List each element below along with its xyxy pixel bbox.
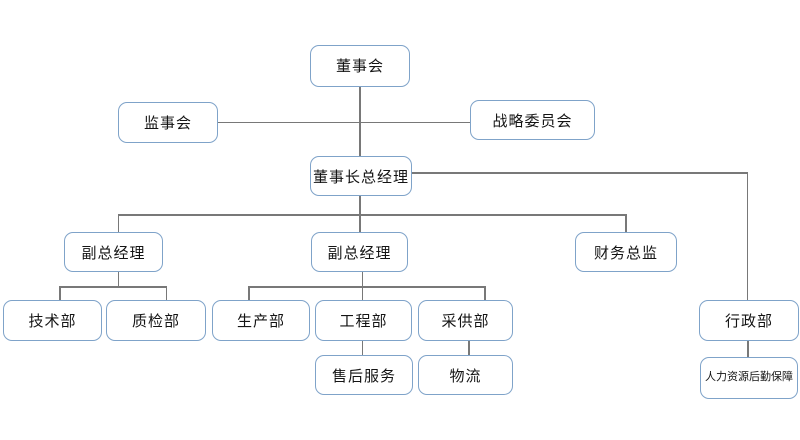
- node-procurement-dept[interactable]: 采供部: [418, 300, 513, 341]
- node-supervisory-board[interactable]: 监事会: [118, 102, 218, 143]
- node-administration-dept[interactable]: 行政部: [699, 300, 799, 341]
- connector-bus-to-procurement: [484, 286, 486, 300]
- node-deputy-general-manager-1[interactable]: 副总经理: [64, 232, 163, 272]
- connector-deputy1-down: [117, 272, 119, 287]
- node-quality-inspection-dept[interactable]: 质检部: [106, 300, 206, 341]
- node-logistics[interactable]: 物流: [418, 355, 513, 395]
- connector-bus-to-deputy1: [117, 214, 119, 232]
- connector-supervisory-to-strategy: [218, 121, 470, 123]
- connector-level2-bus: [118, 214, 626, 216]
- node-label-deputy-general-manager-2: 副总经理: [327, 244, 392, 262]
- node-label-procurement-dept: 采供部: [441, 312, 490, 330]
- node-label-hr-logistics-support: 人力资源后勤保障: [705, 370, 793, 383]
- node-label-engineering-dept: 工程部: [339, 312, 388, 330]
- connector-engineering-to-aftersales: [361, 341, 363, 355]
- node-label-finance-director: 财务总监: [593, 244, 658, 262]
- node-label-strategy-committee: 战略委员会: [492, 112, 573, 130]
- connector-bus-to-technology: [59, 286, 61, 300]
- node-label-board-of-directors: 董事会: [335, 57, 384, 75]
- node-after-sales-service[interactable]: 售后服务: [315, 355, 413, 395]
- connector-bus-to-finance: [625, 214, 627, 232]
- node-technology-dept[interactable]: 技术部: [3, 300, 102, 341]
- connector-procurement-to-logistics: [468, 341, 470, 355]
- node-engineering-dept[interactable]: 工程部: [315, 300, 412, 341]
- node-label-supervisory-board: 监事会: [143, 114, 192, 132]
- node-finance-director[interactable]: 财务总监: [575, 232, 677, 272]
- node-label-chairman-general-manager: 董事长总经理: [312, 168, 409, 186]
- node-strategy-committee[interactable]: 战略委员会: [470, 100, 595, 140]
- node-production-dept[interactable]: 生产部: [212, 300, 310, 341]
- connector-deputy2-bus: [248, 286, 485, 288]
- connector-bus-to-production: [248, 286, 250, 300]
- node-label-deputy-general-manager-1: 副总经理: [81, 244, 146, 262]
- connector-right-branch-to-admin: [746, 172, 748, 300]
- connector-admin-to-hr: [747, 341, 749, 357]
- node-label-administration-dept: 行政部: [724, 312, 773, 330]
- node-board-of-directors[interactable]: 董事会: [310, 45, 410, 87]
- node-label-logistics: 物流: [449, 367, 482, 385]
- node-chairman-general-manager[interactable]: 董事长总经理: [310, 156, 412, 196]
- node-label-after-sales-service: 售后服务: [331, 367, 396, 385]
- node-deputy-general-manager-2[interactable]: 副总经理: [311, 232, 408, 272]
- connector-deputy1-bus: [59, 286, 167, 288]
- node-label-technology-dept: 技术部: [28, 312, 77, 330]
- node-hr-logistics-support[interactable]: 人力资源后勤保障: [700, 357, 798, 399]
- connector-chairman-right-branch: [412, 172, 748, 174]
- node-label-quality-inspection-dept: 质检部: [131, 312, 180, 330]
- connector-bus-to-quality: [165, 286, 167, 300]
- node-label-production-dept: 生产部: [236, 312, 285, 330]
